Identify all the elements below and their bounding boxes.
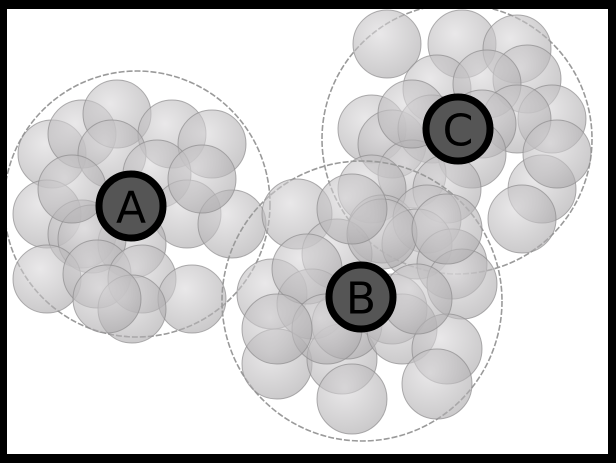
cluster-b-outline: [221, 160, 503, 442]
cluster-a-ball: [167, 144, 237, 214]
cluster-a-ball: [37, 154, 107, 224]
cluster-a-label-disc: [95, 170, 167, 242]
cluster-b-balls: [236, 173, 498, 435]
cluster-b: [221, 160, 503, 442]
cluster-b-label-text: B: [346, 274, 376, 325]
cluster-c-ball: [352, 9, 422, 79]
cluster-b-ball: [401, 348, 473, 420]
cluster-c-ball: [487, 184, 557, 254]
cluster-c-label-text: C: [443, 106, 474, 157]
cluster-b-label: B: [325, 261, 397, 333]
cluster-b-ball: [316, 363, 388, 435]
cluster-c-label: C: [422, 93, 494, 165]
cluster-c-ball: [522, 119, 592, 189]
cluster-a-ball: [157, 264, 227, 334]
diagram-canvas: A B C: [7, 9, 608, 454]
cluster-b-ball: [316, 173, 388, 245]
cluster-b-ball: [411, 193, 483, 265]
cluster-diagram: A B C: [7, 9, 593, 442]
cluster-b-label-disc: [325, 261, 397, 333]
cluster-b-ball: [241, 293, 313, 365]
cluster-a-label-text: A: [116, 183, 146, 234]
cluster-a-ball: [72, 264, 142, 334]
cluster-c-label-disc: [422, 93, 494, 165]
cluster-a-label: A: [95, 170, 167, 242]
